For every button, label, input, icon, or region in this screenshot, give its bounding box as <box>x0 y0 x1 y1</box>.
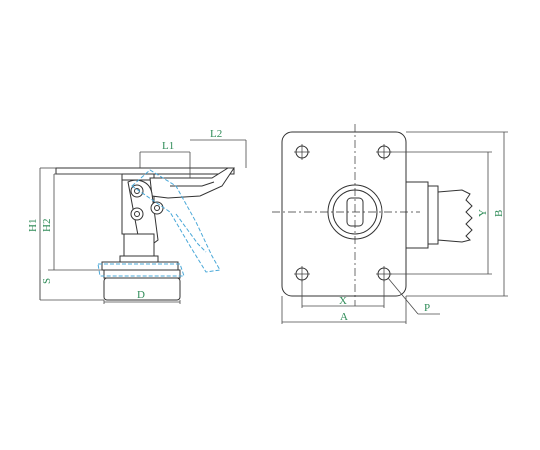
label-b: B <box>493 210 505 217</box>
foot-flange <box>101 261 179 271</box>
pedal-grip <box>437 189 473 243</box>
label-a: A <box>340 311 348 323</box>
top-view-labels: X A Y B P <box>339 209 505 323</box>
column <box>123 233 155 257</box>
label-h1: H1 <box>27 219 39 232</box>
label-s: S <box>41 278 53 284</box>
side-view-labels: L1 L2 H1 H2 S D <box>27 128 222 301</box>
side-view-ghost <box>97 169 221 277</box>
label-l1: L1 <box>162 140 174 152</box>
side-top-plate <box>55 167 235 175</box>
pivot-upper <box>130 184 144 198</box>
pedal-lever <box>149 167 235 199</box>
rubber-pad <box>103 269 181 279</box>
side-view <box>55 167 235 301</box>
label-d: D <box>137 289 145 301</box>
pedal-protrusion <box>405 181 429 249</box>
label-p: P <box>424 302 430 314</box>
pivot-lower <box>130 207 144 221</box>
top-view-centerlines <box>272 124 420 306</box>
foot-pad <box>103 277 181 301</box>
label-h2: H2 <box>41 219 53 232</box>
side-view-dimensions <box>39 139 247 304</box>
label-y: Y <box>477 209 489 217</box>
top-view <box>281 131 473 297</box>
label-x: X <box>339 295 347 307</box>
pivot-side <box>150 201 164 215</box>
top-view-dimensions <box>281 131 508 324</box>
label-l2: L2 <box>210 128 222 140</box>
